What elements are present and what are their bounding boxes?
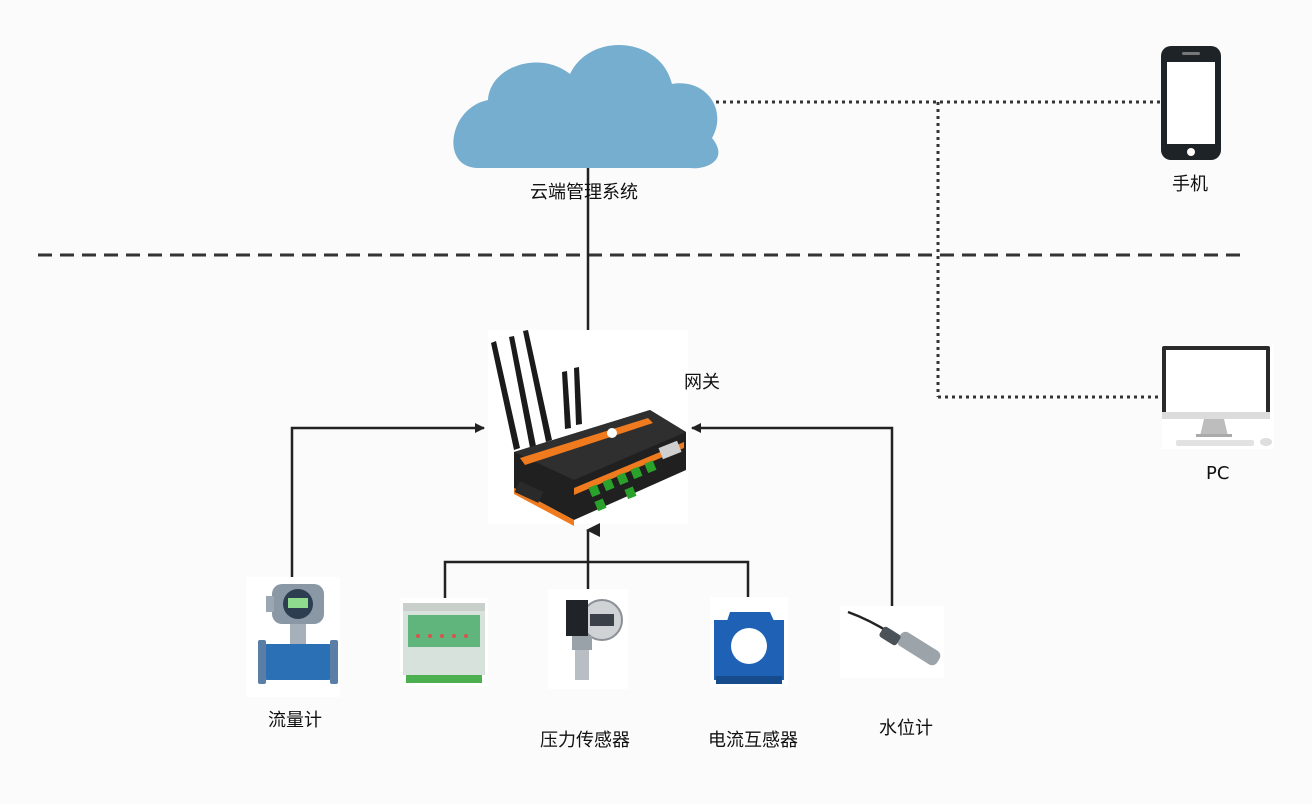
current-transformer-icon [710,597,788,687]
flowmeter-icon [246,577,340,697]
phone-label: 手机 [1172,174,1208,195]
pc-label: PC [1206,463,1230,484]
pressure-sensor-label: 压力传感器 [540,730,630,751]
water-level-meter-icon [840,606,944,678]
cloud-icon [453,45,719,169]
desktop-pc-icon [1162,345,1274,449]
wireless-link-lines [716,100,1160,399]
gateway-router-icon [488,330,688,526]
gateway-label: 网关 [684,372,720,393]
data-flow-arrows [290,423,894,606]
water-level-meter-label: 水位计 [879,718,933,739]
pressure-sensor-icon [548,589,628,689]
io-module-icon [400,598,488,686]
current-transformer-label: 电流互感器 [708,730,798,751]
flowmeter-label: 流量计 [268,710,322,731]
cloud-label: 云端管理系统 [530,182,638,203]
mobile-phone-icon [1161,46,1221,160]
